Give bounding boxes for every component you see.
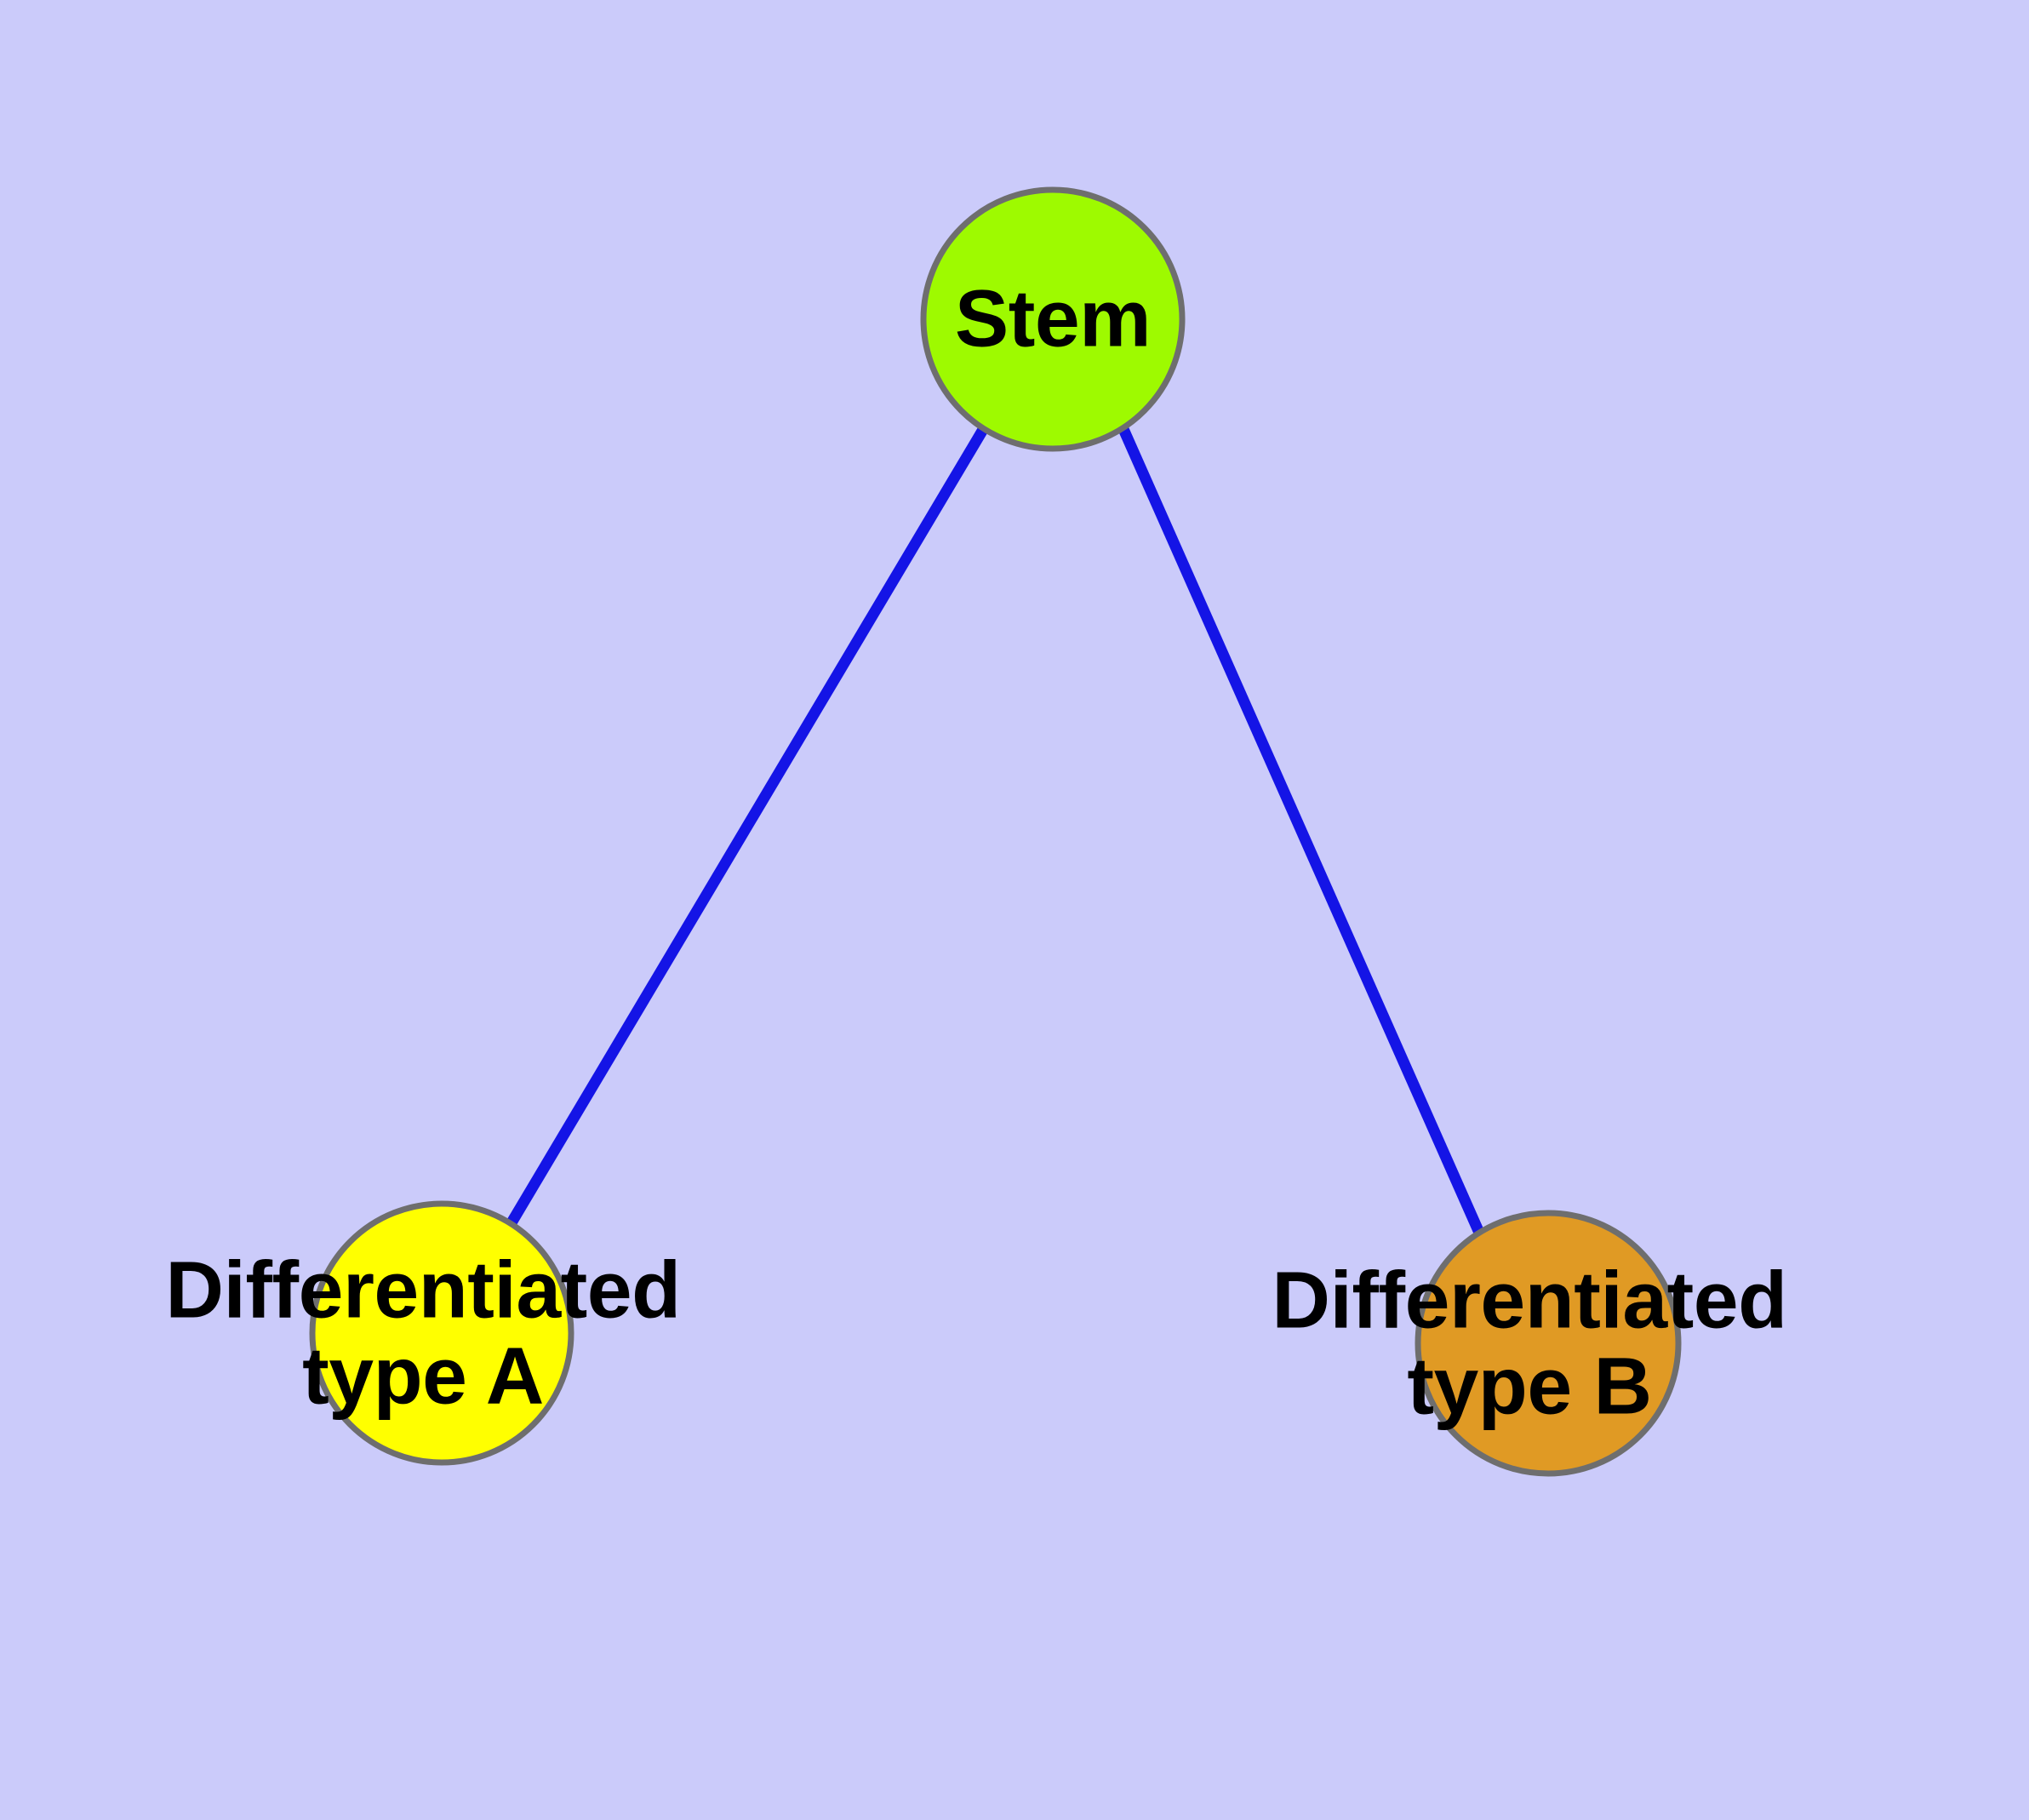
edge-stem-to-diff-b [1118,426,1484,1235]
edge-stem-to-diff-a [506,425,989,1228]
node-differentiated-type-b[interactable] [1415,1210,1682,1477]
edge-layer [506,425,1484,1235]
node-layer [309,186,1682,1477]
node-differentiated-type-a[interactable] [309,1200,574,1466]
node-stem[interactable] [920,186,1186,452]
